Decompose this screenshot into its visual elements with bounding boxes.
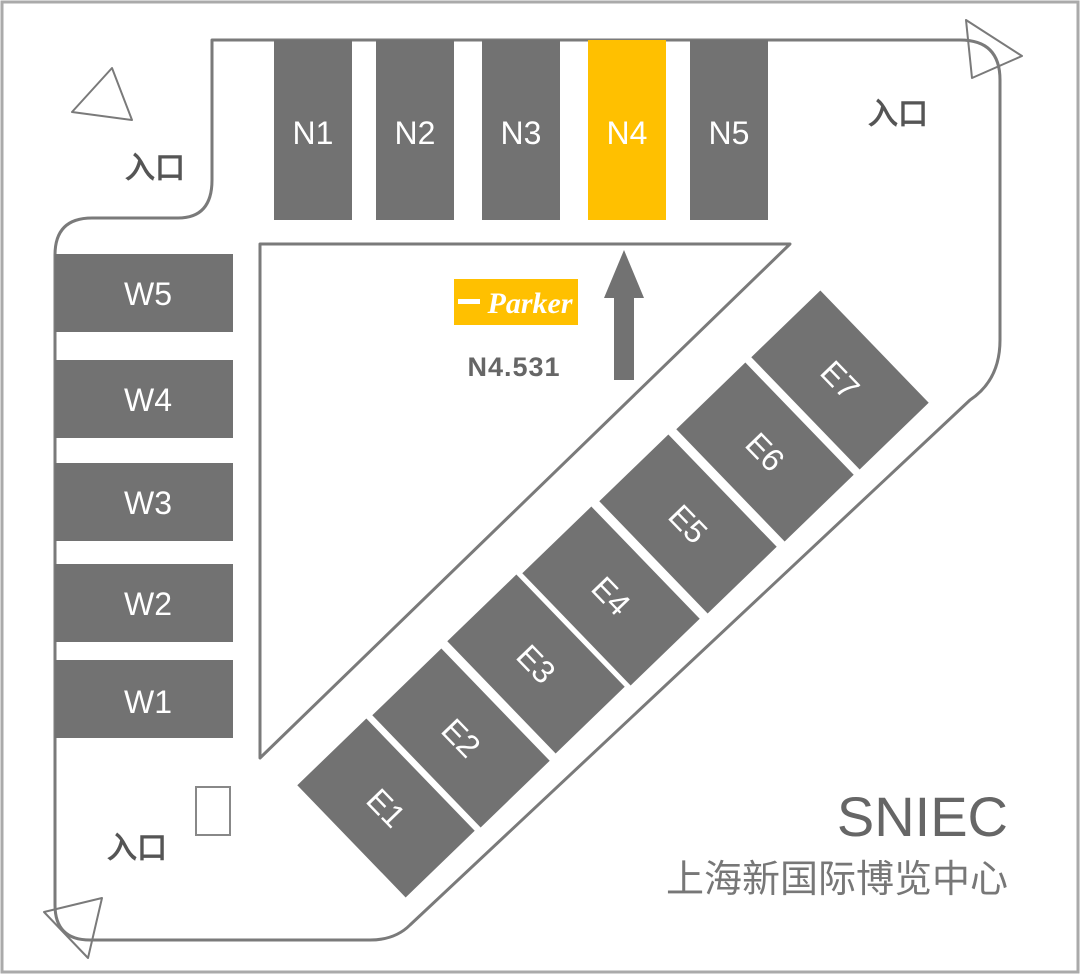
hall-e3[interactable]: E3: [447, 574, 625, 754]
hall-label: W5: [124, 276, 172, 312]
hall-e7[interactable]: E7: [751, 290, 929, 470]
hall-n4[interactable]: N4: [588, 40, 666, 220]
booth-number: N4.531: [467, 352, 560, 382]
entrance-arrow-icon: [965, 19, 1023, 79]
hall-n5[interactable]: N5: [690, 40, 768, 220]
hall-label: N1: [293, 115, 334, 151]
hall-n1[interactable]: N1: [274, 40, 352, 220]
entrance-arrow-icon: [71, 67, 133, 121]
hall-label: W4: [124, 382, 172, 418]
hall-e2[interactable]: E2: [372, 648, 550, 828]
hall-label: W1: [124, 684, 172, 720]
hall-e1[interactable]: E1: [297, 718, 475, 898]
hall-label: N5: [709, 115, 750, 151]
west-halls: W5 W4 W3 W2 W1: [55, 254, 233, 738]
hall-n3[interactable]: N3: [482, 40, 560, 220]
north-halls: N1 N2 N3 N4 N5: [274, 40, 768, 220]
hall-w4[interactable]: W4: [55, 360, 233, 438]
entrance-arrow-icon: [43, 897, 103, 959]
hall-e5[interactable]: E5: [599, 434, 777, 614]
brand-logo-dash: [458, 299, 480, 304]
hall-w5[interactable]: W5: [55, 254, 233, 332]
info-kiosk: [195, 786, 231, 836]
hall-label: N2: [395, 115, 436, 151]
exhibitor-marker[interactable]: Parker N4.531: [454, 279, 578, 382]
hall-w2[interactable]: W2: [55, 564, 233, 642]
hall-w1[interactable]: W1: [55, 660, 233, 738]
hall-label: N3: [501, 115, 542, 151]
venue-name-en: SNIEC: [837, 785, 1008, 848]
hall-label: N4: [607, 115, 648, 151]
hall-label: W3: [124, 485, 172, 521]
hall-e4[interactable]: E4: [522, 506, 700, 686]
hall-label: W2: [124, 586, 172, 622]
venue-outline: [53, 38, 1002, 942]
east-halls: E1 E2 E3 E4 E5 E6 E7: [297, 290, 929, 898]
entrance-label-north: 入口: [868, 97, 928, 132]
entrance-label-south: 入口: [107, 831, 167, 866]
hall-n2[interactable]: N2: [376, 40, 454, 220]
brand-logo: Parker: [487, 287, 573, 320]
hall-e6[interactable]: E6: [676, 362, 854, 542]
hall-w3[interactable]: W3: [55, 463, 233, 541]
venue-name-cn: 上海新国际博览中心: [666, 857, 1008, 901]
direction-arrow-icon: [604, 250, 644, 380]
entrance-label-west: 入口: [125, 151, 185, 186]
central-plaza: [258, 242, 792, 760]
